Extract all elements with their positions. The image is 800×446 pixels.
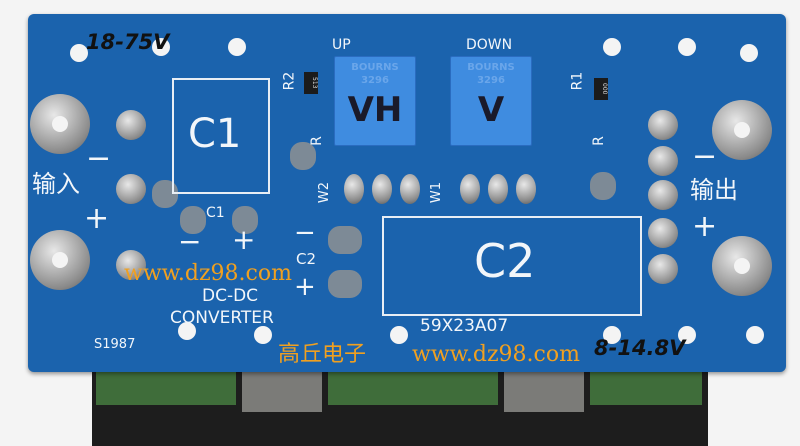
c2-label: C2	[474, 234, 536, 288]
down-label: DOWN	[466, 37, 513, 53]
c1-pad	[180, 206, 206, 234]
mount-hole	[678, 38, 696, 56]
trimmer-pin	[488, 174, 508, 204]
output-voltage-note: 8-14.8V	[594, 336, 686, 360]
mount-hole	[603, 38, 621, 56]
trimmer-pin	[372, 174, 392, 204]
output-plus: +	[692, 209, 718, 244]
module-pcb	[328, 368, 498, 405]
watermark-company: 高丘电子	[278, 342, 367, 367]
trimmer-pin	[400, 174, 420, 204]
output-terminal-pad	[712, 236, 772, 296]
module-pcb	[590, 368, 702, 405]
c2-small-label: C2	[296, 250, 317, 268]
c2-plus: +	[294, 272, 316, 302]
r2-label: R2	[281, 71, 298, 91]
r1-label: R1	[569, 71, 586, 91]
input-plus: +	[84, 201, 110, 236]
c1-pad	[232, 206, 258, 234]
trimmer-brand: BOURNS	[467, 62, 515, 73]
solder-joint	[648, 254, 678, 284]
solder-joint	[648, 146, 678, 176]
mount-hole	[70, 44, 88, 62]
trimmer-marking: V	[477, 90, 505, 130]
c2-pad	[328, 270, 362, 298]
c2-outline	[382, 216, 642, 316]
mount-hole	[254, 326, 272, 344]
trimmer-marking: VH	[347, 90, 403, 130]
input-terminal-pad	[30, 230, 90, 290]
r1-outline-label: R	[590, 136, 607, 146]
mount-hole	[678, 326, 696, 344]
mount-hole	[178, 322, 196, 340]
c1-minus: −	[178, 225, 202, 258]
w1-label: W1	[429, 181, 445, 204]
r1-pad	[590, 172, 616, 200]
c2-minus: −	[294, 218, 316, 248]
resistor-r1: 000	[594, 78, 608, 100]
trimmer-pin	[460, 174, 480, 204]
solder-joint	[116, 110, 146, 140]
pcb-board: C1 C1 C2 C2 输入 输出 − + − + − + − + UP DOW…	[28, 14, 786, 372]
solder-joint	[116, 174, 146, 204]
input-terminal-pad	[30, 94, 90, 154]
underside-components	[92, 360, 708, 446]
mount-hole	[152, 38, 170, 56]
r2-outline-label: R	[308, 136, 325, 146]
module-pcb	[96, 368, 236, 405]
input-label: 输入	[32, 170, 80, 198]
watermark-url: www.dz98.com	[412, 342, 580, 367]
trimmer-pin	[344, 174, 364, 204]
mount-hole	[390, 326, 408, 344]
board-id-label: 59X23A07	[420, 316, 509, 336]
c1-plus: +	[232, 223, 256, 256]
trimmer-pin	[516, 174, 536, 204]
r2-pad	[290, 142, 316, 170]
dcdc-label: DC-DC	[202, 286, 259, 306]
trimmer-model: 3296	[477, 75, 505, 86]
serial-label: S1987	[94, 337, 136, 352]
solder-joint	[648, 218, 678, 248]
mount-hole	[746, 326, 764, 344]
input-minus: −	[86, 141, 112, 176]
mount-hole	[740, 44, 758, 62]
solder-joint	[648, 180, 678, 210]
converter-label: CONVERTER	[170, 308, 274, 328]
output-terminal-pad	[712, 100, 772, 160]
solder-joint	[116, 250, 146, 280]
up-label: UP	[332, 37, 351, 53]
watermark-url: www.dz98.com	[124, 261, 292, 286]
trimmer-brand: BOURNS	[351, 62, 399, 73]
mount-hole	[228, 38, 246, 56]
output-label: 输出	[690, 176, 738, 204]
mount-hole	[603, 326, 621, 344]
c1-label: C1	[188, 111, 242, 157]
trimmer-potentiometer-w2[interactable]: BOURNS 3296 VH	[334, 56, 416, 146]
c1-small-label: C1	[206, 205, 225, 221]
c1-outline	[172, 78, 270, 194]
trimmer-potentiometer-w1[interactable]: BOURNS 3296 V	[450, 56, 532, 146]
trimmer-model: 3296	[361, 75, 389, 86]
solder-joint	[648, 110, 678, 140]
output-minus: −	[692, 139, 718, 174]
input-voltage-note: 18-75V	[86, 30, 170, 54]
c2-pad	[328, 226, 362, 254]
resistor-r2: 513	[304, 72, 318, 94]
w2-label: W2	[317, 181, 333, 204]
